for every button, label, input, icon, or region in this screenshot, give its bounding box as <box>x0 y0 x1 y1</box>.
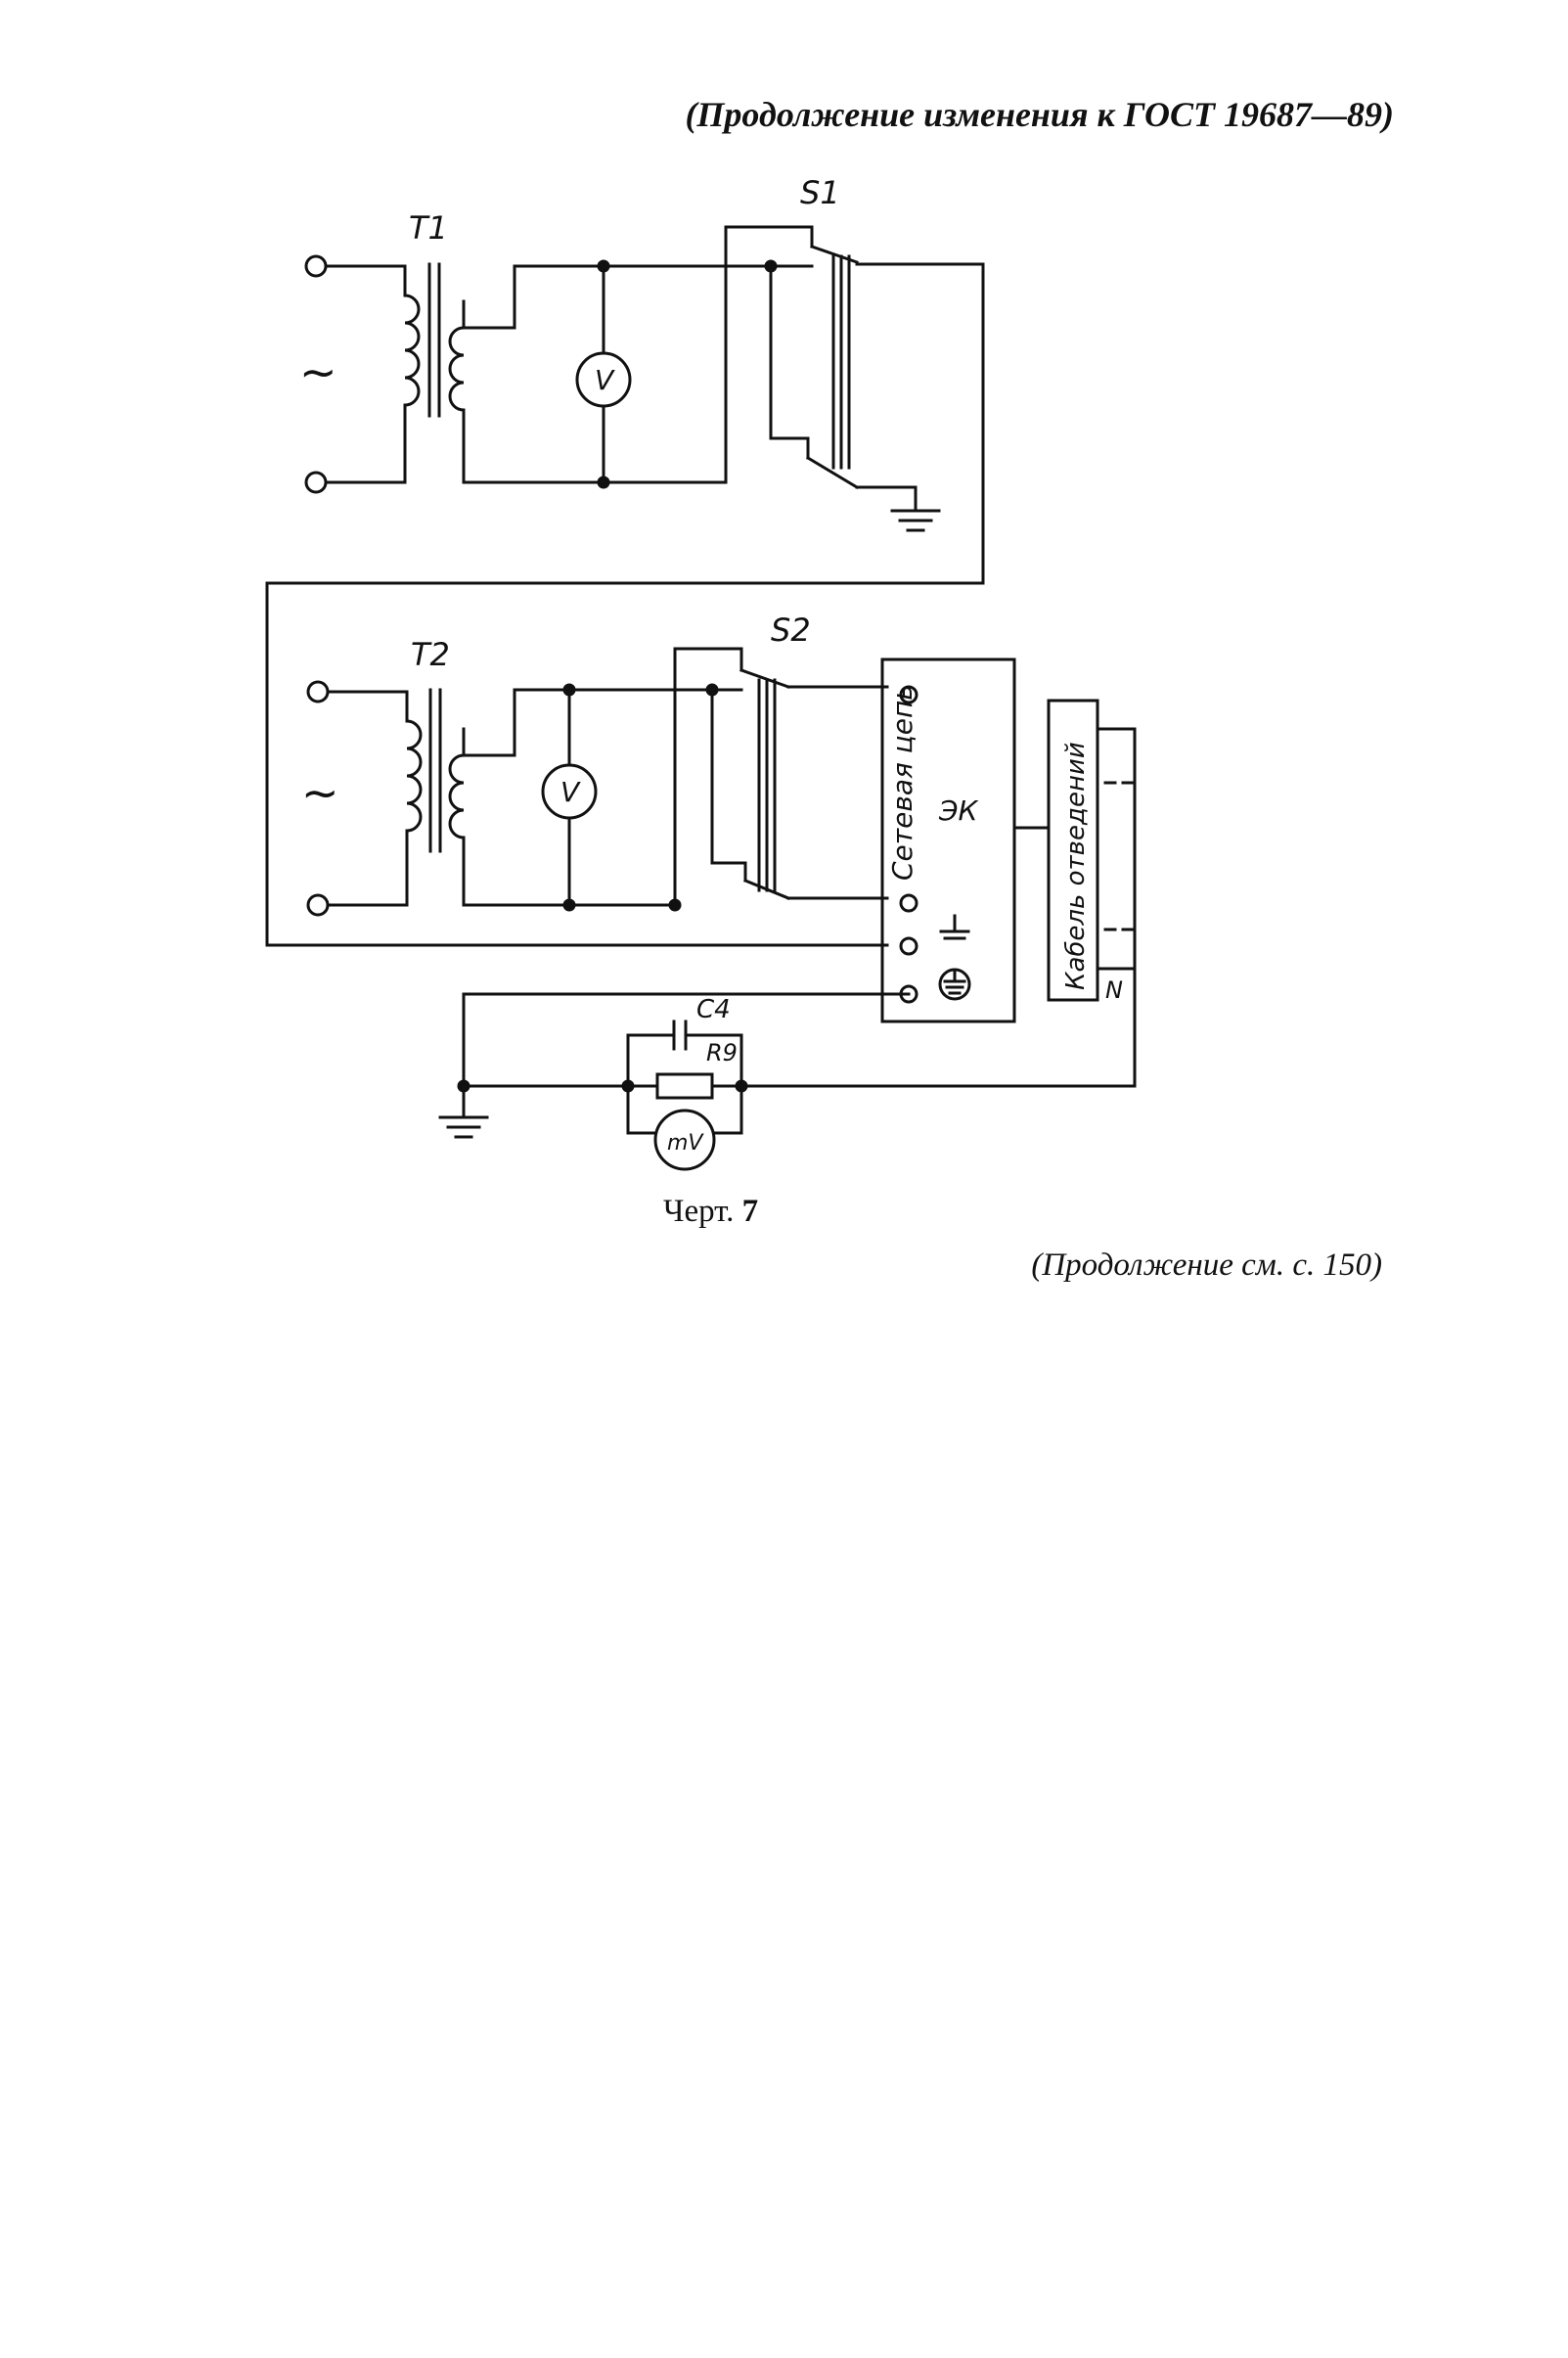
t1-primary-winding <box>403 294 421 407</box>
figure-caption: Черт. 7 <box>663 1194 758 1230</box>
t2-secondary-winding <box>448 753 466 839</box>
label-lead-cable: Кабель отведений <box>1061 742 1091 990</box>
ac-source-icon-1: ~ <box>299 345 337 398</box>
ground-symbol-icon <box>939 914 970 940</box>
label-t2: T2 <box>411 636 450 673</box>
ac-source-icon-2: ~ <box>301 766 339 819</box>
lower-circuit <box>306 647 1137 1171</box>
switch-s2 <box>668 647 889 912</box>
switch-s1 <box>724 225 918 511</box>
ek-terminal-mains-1 <box>899 685 918 704</box>
label-v1: V <box>595 364 615 396</box>
t2-primary-winding <box>405 719 423 833</box>
label-c4: C4 <box>696 995 731 1024</box>
label-n: N <box>1105 976 1123 1004</box>
lead-cable-block <box>1047 699 1099 1002</box>
millivoltmeter-mv <box>653 1109 716 1171</box>
t2-input-terminal-bottom <box>306 893 330 917</box>
label-v2: V <box>560 776 581 808</box>
t1-input-terminal-bottom <box>304 471 328 494</box>
ek-terminal-mains-2 <box>899 893 918 913</box>
label-s1: S1 <box>800 174 840 211</box>
figure-caption-number: 7 <box>741 1194 759 1229</box>
label-s2: S2 <box>771 612 811 649</box>
label-mv: mV <box>667 1131 704 1156</box>
label-t1: T1 <box>409 209 448 247</box>
label-r9: R9 <box>706 1039 738 1066</box>
label-ek: ЭК <box>938 794 979 827</box>
resistor-r9 <box>655 1072 714 1100</box>
page-footer: (Продолжение см. с. 150) <box>1031 1247 1382 1283</box>
protective-earth-icon <box>938 968 971 1001</box>
upper-circuit <box>304 225 985 585</box>
label-mains-circuit: Сетевая цепь <box>886 684 918 881</box>
t1-secondary-winding <box>448 326 466 412</box>
ek-block <box>880 658 1016 1023</box>
ground-s1 <box>890 509 941 532</box>
figure-caption-label: Черт. <box>663 1194 735 1229</box>
t2-input-terminal-top <box>306 680 330 703</box>
page-header: (Продолжение изменения к ГОСТ 19687—89) <box>685 95 1394 134</box>
ground-measuring <box>438 1115 489 1139</box>
t1-input-terminal-top <box>304 254 328 278</box>
ek-terminal-ground <box>899 936 918 956</box>
